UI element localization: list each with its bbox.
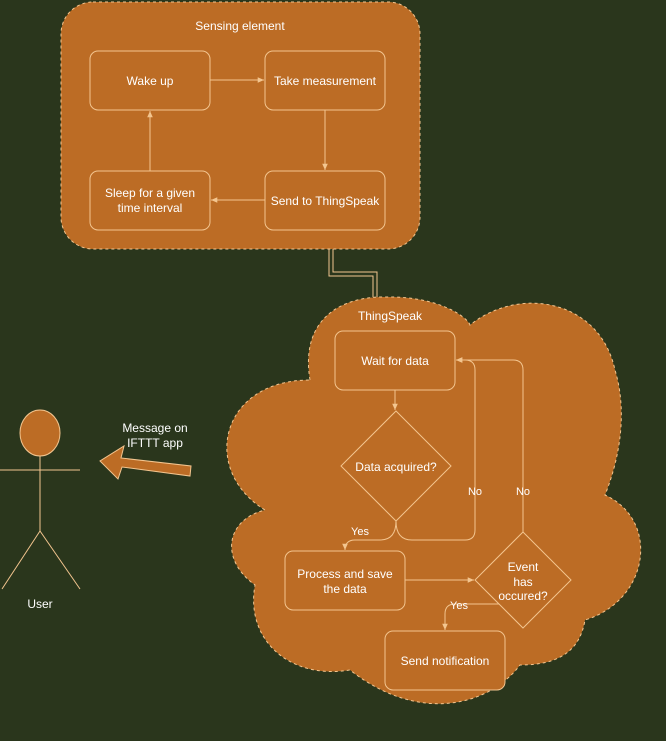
sleep-label-line1: Sleep for a given — [105, 186, 195, 200]
arrow-acquired-no — [395, 357, 476, 541]
yes-label-event: Yes — [450, 600, 468, 612]
event-label-line3: occured? — [498, 589, 548, 603]
user-label: User — [27, 597, 52, 611]
sensing-element-group: Sensing element Wake up Take measurement… — [60, 1, 421, 250]
send-thingspeak-label: Send to ThingSpeak — [271, 194, 381, 208]
message-arrow — [99, 444, 192, 480]
arrow-acquired-yes — [342, 520, 397, 551]
sensing-element-title: Sensing element — [195, 19, 285, 33]
event-label-line2: has — [513, 575, 532, 589]
yes-label-acquired: Yes — [351, 526, 369, 538]
wake-up-label: Wake up — [127, 74, 174, 88]
user-head — [19, 409, 61, 457]
arrow-event-yes — [442, 603, 499, 630]
send-notification-node — [384, 630, 506, 691]
user-leg-left — [1, 530, 41, 590]
thingspeak-title: ThingSpeak — [358, 309, 423, 323]
sensing-to-cloud-connector — [328, 249, 378, 297]
take-measurement-label: Take measurement — [274, 74, 377, 88]
process-save-label-line1: Process and save — [297, 567, 393, 581]
send-notification-label: Send notification — [401, 654, 490, 668]
no-label-acquired: No — [468, 486, 482, 498]
thingspeak-group: ThingSpeak Wait for data Data acquired? … — [226, 296, 642, 705]
process-save-label-line2: the data — [323, 582, 367, 596]
message-label-line1: Message on — [122, 421, 187, 435]
message-label-line2: IFTTT app — [127, 436, 183, 450]
sleep-label-line2: time interval — [118, 201, 183, 215]
no-label-event: No — [516, 486, 530, 498]
user-leg-right — [39, 530, 81, 590]
data-acquired-label: Data acquired? — [355, 460, 437, 474]
wait-for-data-label: Wait for data — [361, 354, 429, 368]
user-actor — [0, 409, 81, 590]
arrow-event-no — [456, 357, 524, 532]
event-label-line1: Event — [508, 560, 539, 574]
message-group: Message on IFTTT app — [99, 421, 192, 480]
